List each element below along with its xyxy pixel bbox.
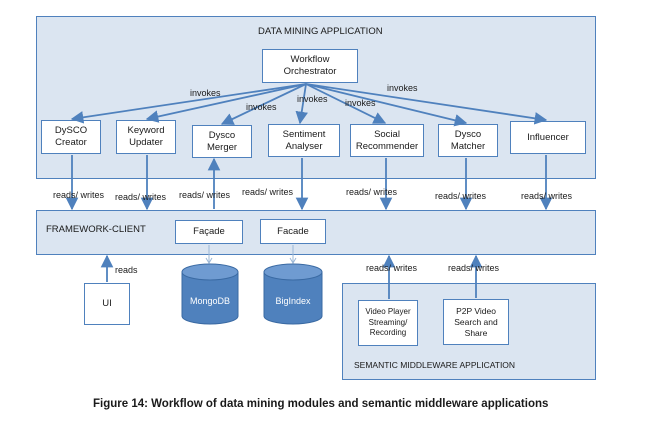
figure-caption: Figure 14: Workflow of data mining modul… [93, 398, 549, 410]
reads-label-ui: reads [115, 265, 138, 275]
facade-box-bigindex: Facade [260, 219, 326, 244]
facade-to-bigindex-arrowhead [289, 257, 297, 264]
invokes-arrow-dysco-creator [70, 83, 307, 124]
module-social-recommender-line1: Social [374, 128, 400, 140]
bigindex-cylinder [263, 263, 323, 325]
video-player-line3: Recording [369, 328, 407, 338]
p2p-video-line3: Share [464, 327, 488, 338]
semantic-middleware-title: SEMANTIC MIDDLEWARE APPLICATION [354, 360, 516, 370]
p2p-video-line2: Search and [454, 316, 498, 327]
rw-label-social-recommender: reads/ writes [346, 187, 398, 197]
module-keyword-updater: Keyword Updater [116, 120, 176, 154]
invokes-arrow-dysco-matcher [305, 83, 468, 127]
module-sentiment-analyser-line2: Analyser [285, 140, 323, 152]
invokes-label-5: invokes [387, 83, 418, 93]
bigindex-label: BigIndex [275, 296, 311, 306]
module-dysco-matcher-line2: Matcher [450, 140, 486, 152]
facade-to-mongodb-arrowhead [205, 257, 213, 264]
framework-client-title: FRAMEWORK-CLIENT [46, 224, 146, 235]
invokes-arrow-dysco-merger [220, 83, 307, 125]
ui-box-label: UI [102, 298, 112, 309]
workflow-orchestrator-box: Workflow Orchestrator [262, 49, 358, 83]
module-influencer-line1: Influencer [527, 131, 569, 143]
video-player-line2: Streaming/ [368, 317, 408, 327]
ui-box: UI [84, 283, 130, 325]
module-sentiment-analyser-line1: Sentiment [282, 128, 326, 140]
invokes-arrow-influencer [305, 83, 548, 125]
mongodb-cylinder [181, 263, 239, 325]
module-dysco-matcher-line1: Dysco [454, 128, 482, 140]
module-dysco-matcher: Dysco Matcher [438, 124, 498, 157]
rw-label-dysco-creator: reads/ writes [53, 190, 105, 200]
facade-box-mongodb: Façade [175, 220, 243, 244]
invokes-arrow-keyword-updater [145, 83, 307, 123]
rw-label-dysco-merger: reads/ writes [179, 190, 231, 200]
invokes-label-2: invokes [246, 102, 277, 112]
module-social-recommender: Social Recommender [350, 124, 424, 157]
module-dysco-merger-line2: Merger [206, 141, 238, 153]
mongodb-label: MongoDB [190, 296, 230, 306]
rw-label-p2p-video: reads/ writes [448, 263, 500, 273]
invokes-label-3: invokes [297, 94, 328, 104]
rw-label-influencer: reads/ writes [521, 191, 573, 201]
module-keyword-updater-line2: Updater [129, 137, 163, 148]
rw-label-keyword-updater: reads/ writes [115, 192, 167, 202]
module-influencer: Influencer [510, 121, 586, 154]
facade-box-bigindex-label: Facade [277, 225, 309, 237]
facade-box-mongodb-label: Façade [193, 226, 225, 237]
invokes-arrow-sentiment-analyser [295, 83, 308, 125]
video-player-box: Video Player Streaming/ Recording [358, 300, 418, 346]
module-sentiment-analyser: Sentiment Analyser [268, 124, 340, 157]
p2p-video-box: P2P Video Search and Share [443, 299, 509, 345]
workflow-orchestrator-line1: Workflow [290, 54, 330, 65]
module-keyword-updater-line1: Keyword [127, 125, 165, 136]
module-dysco-merger-line1: Dysco [208, 129, 236, 141]
rw-label-sentiment-analyser: reads/ writes [242, 187, 294, 197]
module-dysco-creator-line2: Creator [55, 137, 87, 148]
p2p-video-line1: P2P Video [456, 305, 496, 316]
rw-label-dysco-matcher: reads/ writes [435, 191, 487, 201]
data-mining-application-title: DATA MINING APPLICATION [258, 26, 383, 37]
module-social-recommender-line2: Recommender [355, 140, 419, 152]
invokes-arrow-social-recommender [305, 83, 387, 124]
invokes-label-1: invokes [190, 88, 221, 98]
invokes-label-4: invokes [345, 98, 376, 108]
rw-label-video-player: reads/ writes [366, 263, 418, 273]
workflow-orchestrator-line2: Orchestrator [283, 66, 337, 77]
module-dysco-merger: Dysco Merger [192, 125, 252, 158]
video-player-line1: Video Player [365, 307, 411, 317]
module-dysco-creator-line1: DySCO [54, 125, 88, 136]
